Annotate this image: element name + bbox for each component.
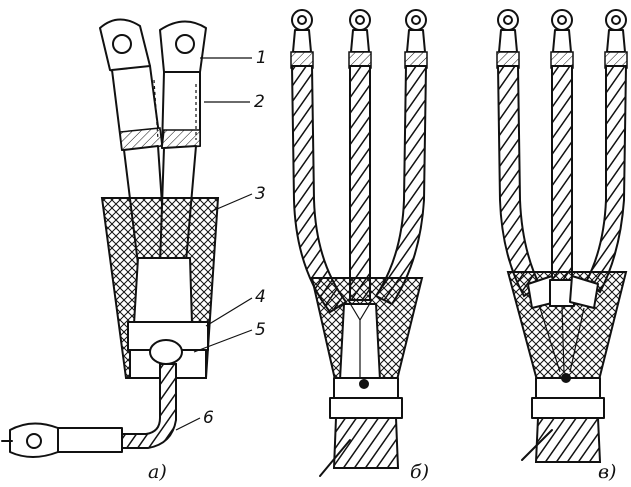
filling-funnel-b	[310, 277, 424, 385]
ring-lug-c-2	[550, 9, 574, 69]
callout-6: 6	[203, 408, 214, 428]
cable-lugs-b	[290, 9, 428, 69]
cable-lugs-c	[496, 9, 628, 69]
cable-lug-left	[99, 18, 151, 74]
filling-funnel-c	[506, 271, 628, 385]
caption-c: в)	[598, 461, 616, 483]
ring-lug-c-3	[604, 9, 628, 69]
cable-cores-b	[290, 65, 428, 314]
callout-1: 1	[256, 48, 267, 68]
caption-a: a)	[148, 461, 167, 483]
ring-lug-b-1	[290, 9, 314, 69]
callout-lines-a	[175, 57, 253, 431]
view-c-three-core-termination	[496, 9, 628, 463]
cable-sheath-b	[319, 377, 403, 477]
callout-3: 3	[255, 184, 266, 204]
view-b-three-core-termination	[290, 9, 428, 477]
ring-lug-b-2	[348, 9, 372, 69]
callout-4: 4	[255, 287, 266, 307]
insulating-sleeves	[111, 65, 201, 151]
ring-lug-b-3	[404, 9, 428, 69]
callout-5: 5	[255, 320, 266, 340]
callout-2: 2	[254, 92, 265, 112]
cable-sheath-c	[521, 373, 605, 463]
cable-cores-c	[496, 65, 628, 298]
cable-lug-right	[159, 20, 207, 77]
caption-b: б)	[410, 461, 429, 483]
ring-lug-c-1	[496, 9, 520, 69]
view-a-two-core-termination	[1, 18, 253, 458]
grounding-conductor	[1, 363, 177, 458]
